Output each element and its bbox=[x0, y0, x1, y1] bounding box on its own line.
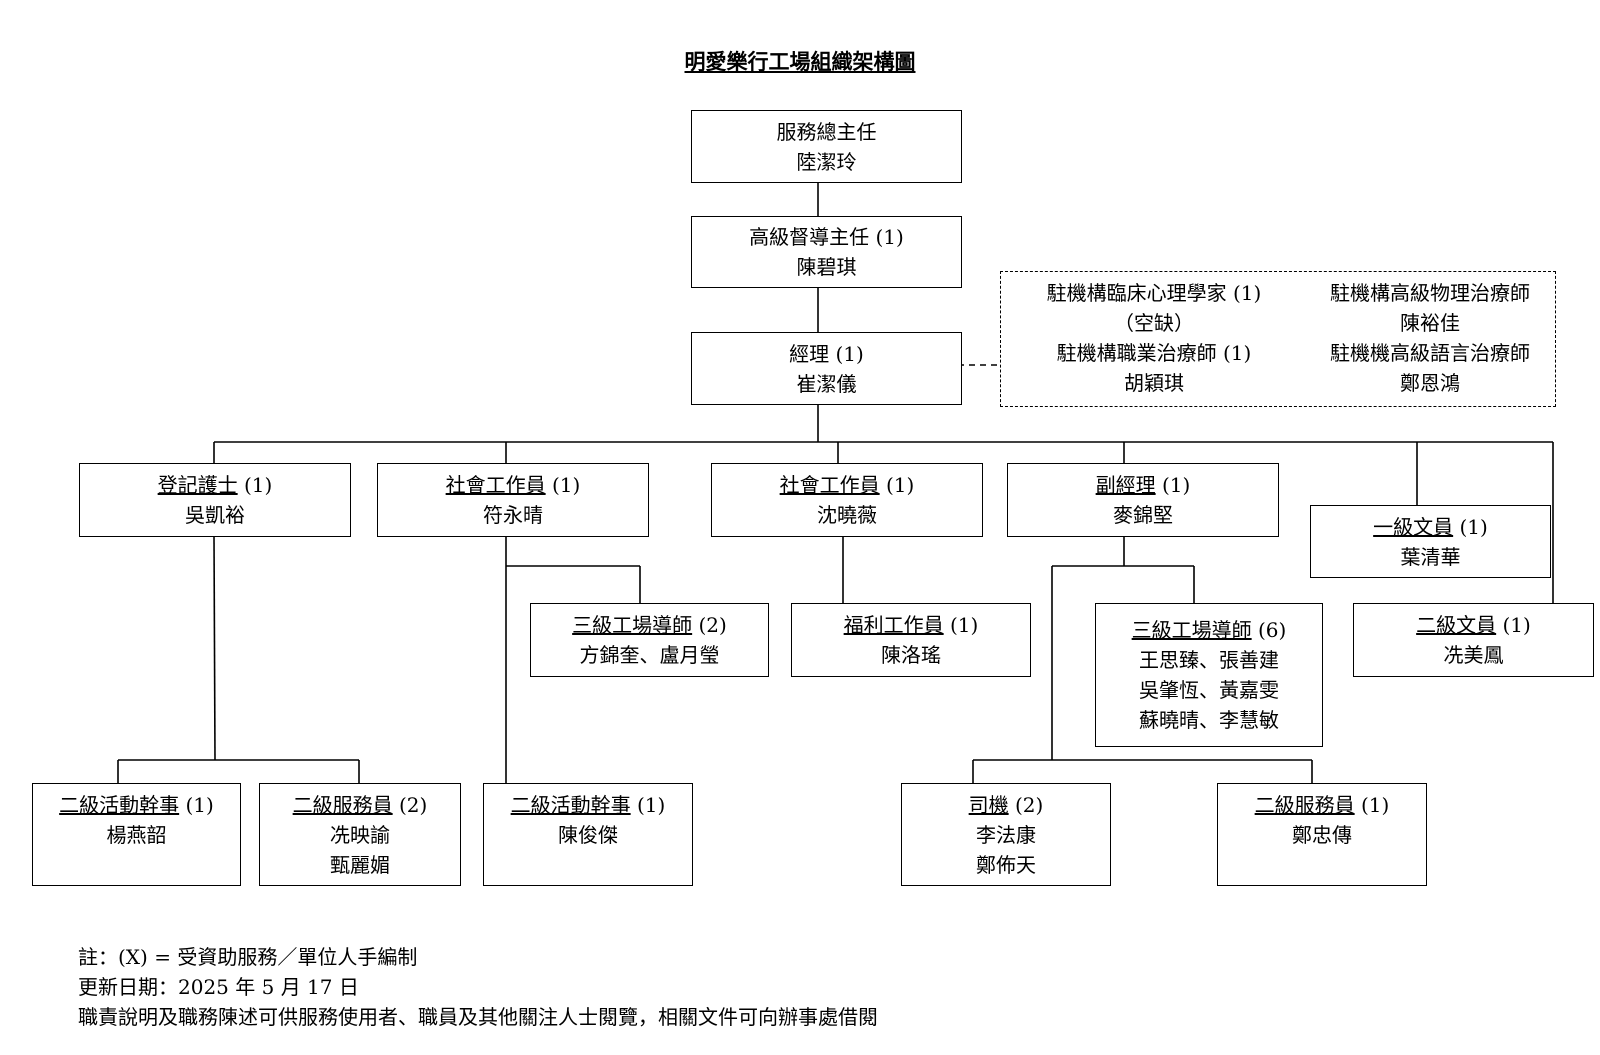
node-title: 二級活動幹事 bbox=[59, 792, 180, 817]
node-title: 福利工作員 bbox=[843, 613, 944, 637]
node-name: 吳凱裕 bbox=[185, 503, 245, 527]
chart-title: 明愛樂行工場組織架構圖 bbox=[684, 49, 916, 74]
node-workman-1: 二級服務員 (2) 冼映諭 甄麗媚 bbox=[259, 783, 461, 886]
onsite-name: 鄭恩鴻 bbox=[1400, 371, 1460, 395]
node-name: 鄭佈天 bbox=[976, 852, 1036, 877]
node-workman-2: 二級服務員 (1) 鄭忠傳 bbox=[1217, 783, 1427, 886]
node-title: 三級工場導師 bbox=[1131, 618, 1252, 642]
connector-line bbox=[213, 535, 216, 761]
node-title: 社會工作員 bbox=[779, 473, 880, 497]
node-title: 司機 bbox=[968, 792, 1009, 817]
node-activity-officer-1: 二級活動幹事 (1) 楊燕韶 bbox=[32, 783, 241, 886]
node-name: 王思臻、張善建 bbox=[1139, 648, 1279, 672]
onsite-name: （空缺） bbox=[1114, 311, 1194, 335]
update-date: 更新日期：2025 年 5 月 17 日 bbox=[78, 975, 359, 999]
node-clerk-1: 一級文員 (1) 葉清華 bbox=[1310, 505, 1551, 578]
node-name: 冼美鳳 bbox=[1443, 643, 1504, 667]
node-social-worker-2: 社會工作員 (1) 沈曉薇 bbox=[711, 463, 983, 537]
node-title: 經理 bbox=[789, 341, 830, 366]
node-workshop-instructor-2: 三級工場導師 (6) 王思臻、張善建 吳肇恆、黃嘉雯 蘇曉晴、李慧敏 bbox=[1095, 603, 1323, 747]
node-name: 鄭忠傳 bbox=[1292, 822, 1352, 847]
node-count: (1) bbox=[835, 341, 864, 366]
footnotes: 註：(X) = 受資助服務／單位人手編制 更新日期：2025 年 5 月 17 … bbox=[78, 942, 878, 1032]
node-workshop-instructor-1: 三級工場導師 (2) 方錦奎、盧月瑩 bbox=[530, 603, 769, 677]
node-name: 陳洛瑤 bbox=[881, 643, 941, 667]
node-count: (1) bbox=[244, 473, 273, 497]
node-name: 冼映諭 bbox=[330, 822, 390, 847]
node-welfare-worker: 福利工作員 (1) 陳洛瑤 bbox=[791, 603, 1031, 677]
onsite-count: (1) bbox=[1223, 341, 1252, 365]
node-title: 二級文員 bbox=[1416, 613, 1497, 637]
node-name: 陳俊傑 bbox=[558, 822, 618, 847]
node-name: 楊燕韶 bbox=[106, 822, 167, 847]
node-name: 葉清華 bbox=[1400, 544, 1461, 569]
node-name: 陳碧琪 bbox=[796, 255, 857, 279]
node-social-worker-1: 社會工作員 (1) 符永晴 bbox=[377, 463, 649, 537]
node-name: 沈曉薇 bbox=[817, 503, 877, 527]
onsite-name: 胡穎琪 bbox=[1124, 371, 1184, 395]
node-name: 甄麗媚 bbox=[330, 852, 390, 877]
node-title: 高級督導主任 bbox=[749, 225, 870, 249]
onsite-title: 駐機構臨床心理學家 bbox=[1046, 281, 1227, 305]
node-name: 符永晴 bbox=[483, 503, 543, 527]
node-title: 登記護士 bbox=[157, 473, 238, 497]
node-director: 服務總主任 陸潔玲 bbox=[691, 110, 962, 183]
node-title: 服務總主任 bbox=[776, 119, 877, 144]
node-name: 方錦奎、盧月瑩 bbox=[579, 643, 720, 667]
node-count: (1) bbox=[950, 613, 979, 637]
node-clerk-2: 二級文員 (1) 冼美鳳 bbox=[1353, 603, 1594, 677]
node-count: (1) bbox=[185, 792, 214, 817]
node-title: 二級服務員 bbox=[292, 792, 393, 817]
onsite-name: 陳裕佳 bbox=[1400, 311, 1460, 335]
onsite-count: (1) bbox=[1233, 281, 1262, 305]
node-senior-supervisor: 高級督導主任 (1) 陳碧琪 bbox=[691, 216, 962, 288]
node-count: (6) bbox=[1258, 618, 1287, 642]
node-name: 蘇曉晴、李慧敏 bbox=[1139, 708, 1279, 732]
node-registered-nurse: 登記護士 (1) 吳凱裕 bbox=[79, 463, 351, 537]
disclosure-note: 職責說明及職務陳述可供服務使用者、職員及其他關注人士閱覽，相關文件可向辦事處借閱 bbox=[78, 1005, 878, 1029]
node-driver: 司機 (2) 李法康 鄭佈天 bbox=[901, 783, 1111, 886]
onsite-title: 駐機構高級物理治療師 bbox=[1330, 281, 1530, 305]
node-title: 副經理 bbox=[1095, 473, 1156, 497]
node-name: 崔潔儀 bbox=[796, 371, 857, 396]
node-count: (2) bbox=[698, 613, 727, 637]
node-name: 陸潔玲 bbox=[796, 149, 857, 174]
node-deputy-manager: 副經理 (1) 麥錦堅 bbox=[1007, 463, 1279, 537]
node-count: (1) bbox=[1162, 473, 1191, 497]
legend-note: 註：(X) = 受資助服務／單位人手編制 bbox=[78, 945, 418, 969]
onsite-title: 駐機機高級語言治療師 bbox=[1330, 341, 1530, 365]
node-count: (1) bbox=[886, 473, 915, 497]
node-name: 吳肇恆、黃嘉雯 bbox=[1139, 678, 1279, 702]
node-count: (1) bbox=[875, 225, 904, 249]
node-count: (1) bbox=[1361, 792, 1390, 817]
onsite-staff-box: 駐機構臨床心理學家 (1) （空缺） 駐機構職業治療師 (1) 胡穎琪 駐機構高… bbox=[1000, 271, 1556, 407]
node-count: (1) bbox=[1459, 514, 1488, 539]
node-title: 二級服務員 bbox=[1254, 792, 1355, 817]
node-title: 一級文員 bbox=[1373, 514, 1454, 539]
node-title: 社會工作員 bbox=[445, 473, 546, 497]
node-title: 二級活動幹事 bbox=[510, 792, 631, 817]
node-count: (2) bbox=[1015, 792, 1044, 817]
node-count: (2) bbox=[399, 792, 428, 817]
node-manager: 經理 (1) 崔潔儀 bbox=[691, 332, 962, 405]
node-name: 麥錦堅 bbox=[1113, 503, 1173, 527]
node-activity-officer-2: 二級活動幹事 (1) 陳俊傑 bbox=[483, 783, 693, 886]
node-count: (1) bbox=[552, 473, 581, 497]
node-title: 三級工場導師 bbox=[572, 613, 693, 637]
node-name: 李法康 bbox=[976, 822, 1036, 847]
node-count: (1) bbox=[637, 792, 666, 817]
node-count: (1) bbox=[1502, 613, 1531, 637]
onsite-title: 駐機構職業治療師 bbox=[1056, 341, 1217, 365]
